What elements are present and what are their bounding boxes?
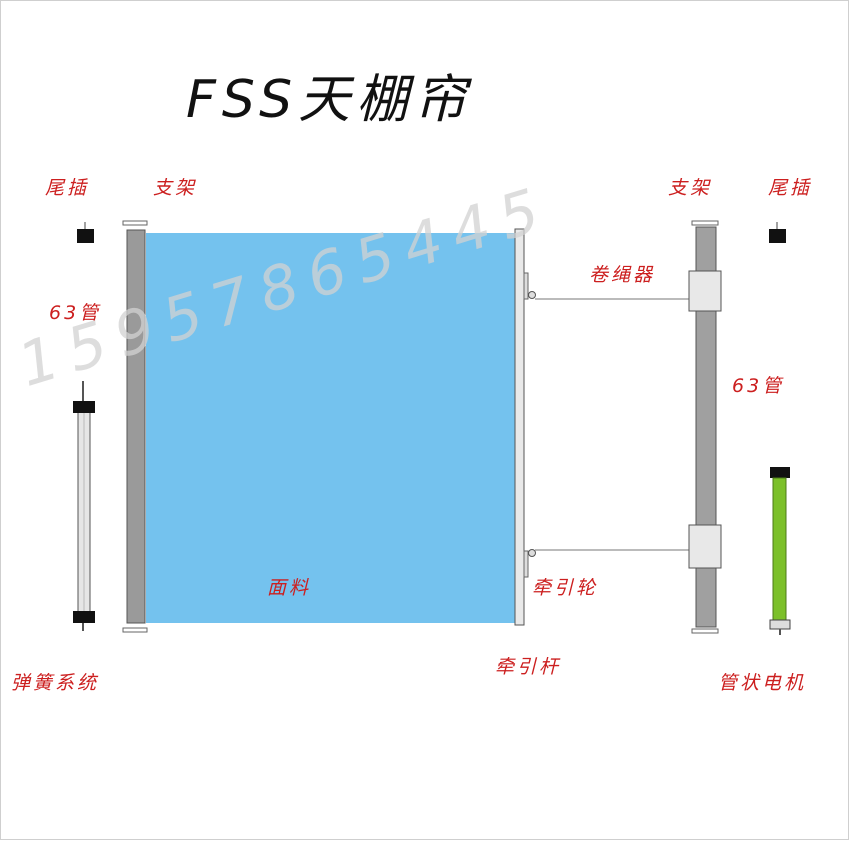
rope-winder-top <box>688 270 722 312</box>
label-spring-system: 弹簧系统 <box>11 672 100 694</box>
fabric-panel <box>146 233 516 623</box>
left-63-tube <box>122 220 148 633</box>
traction-rod <box>514 228 536 626</box>
label-63-tube-left: 63管 <box>49 302 102 324</box>
label-tail-plug-right: 尾插 <box>768 177 813 199</box>
spring-system <box>73 381 95 631</box>
rope-winder-bottom <box>688 524 722 569</box>
label-traction-rod: 牵引杆 <box>495 656 562 678</box>
label-bracket-left: 支架 <box>153 177 198 199</box>
label-63-tube-right: 63管 <box>732 375 785 397</box>
label-fabric: 面料 <box>267 577 312 599</box>
label-tubular-motor: 管状电机 <box>718 672 807 694</box>
label-bracket-right: 支架 <box>668 177 713 199</box>
tail-plug-left <box>77 222 94 243</box>
tail-plug-right <box>769 222 786 243</box>
label-rope-winder: 卷绳器 <box>589 264 656 286</box>
label-tail-plug-left: 尾插 <box>45 177 90 199</box>
tubular-motor <box>769 467 791 635</box>
label-traction-wheel: 牵引轮 <box>532 577 599 599</box>
page-title: FSS天棚帘 <box>186 70 473 130</box>
